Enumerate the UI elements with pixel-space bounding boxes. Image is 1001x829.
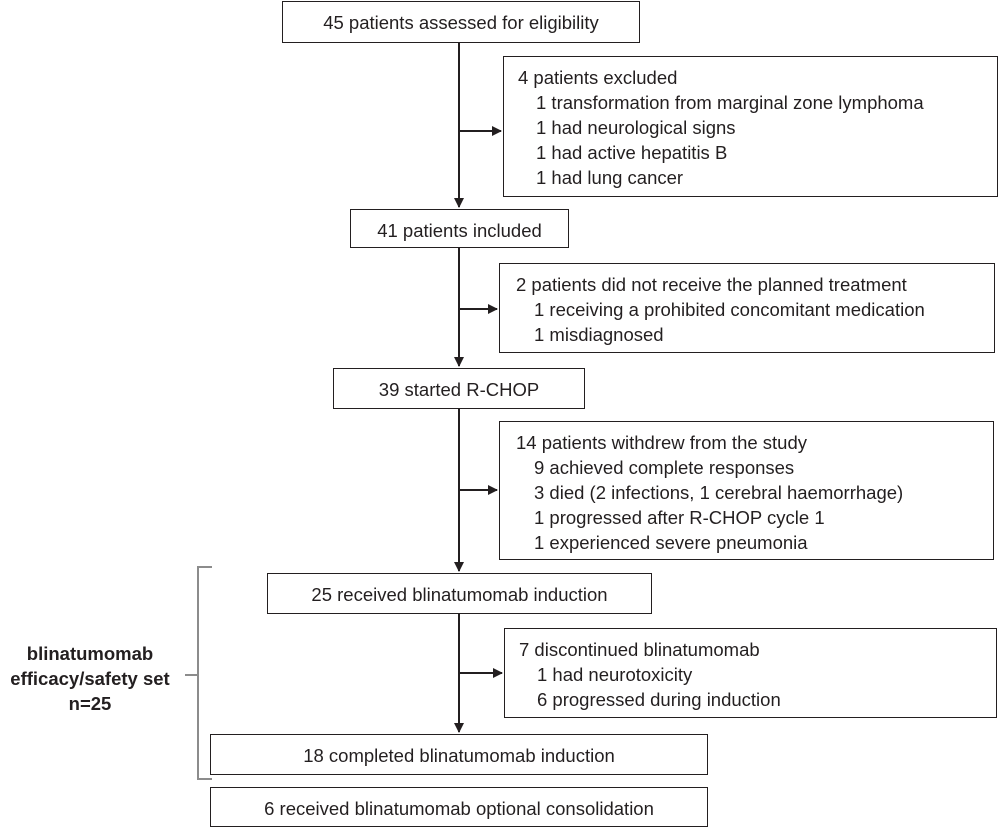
discontinued-box: 7 discontinued blinatumomab 1 had neurot… <box>504 628 997 718</box>
discontinued-item: 1 had neurotoxicity <box>537 664 693 685</box>
not-treated-title: 2 patients did not receive the planned t… <box>516 274 907 295</box>
excluded-box: 4 patients excluded 1 transformation fro… <box>503 56 998 197</box>
not-treated-box: 2 patients did not receive the planned t… <box>499 263 995 353</box>
consolidation-text: 6 received blinatumomab optional consoli… <box>264 798 654 819</box>
not-treated-item: 1 receiving a prohibited concomitant med… <box>534 299 925 320</box>
not-treated-item: 1 misdiagnosed <box>534 324 664 345</box>
induction-text: 25 received blinatumomab induction <box>311 584 608 605</box>
excluded-item: 1 had neurological signs <box>536 117 736 138</box>
assessed-box: 45 patients assessed for eligibility <box>282 1 640 43</box>
withdrew-item: 3 died (2 infections, 1 cerebral haemorr… <box>534 482 904 503</box>
withdrew-title: 14 patients withdrew from the study <box>516 432 808 453</box>
analysis-set-line-3: n=25 <box>68 693 112 714</box>
consolidation-box: 6 received blinatumomab optional consoli… <box>210 787 708 827</box>
discontinued-item: 6 progressed during induction <box>537 689 781 710</box>
withdrew-item: 1 progressed after R-CHOP cycle 1 <box>534 507 825 528</box>
withdrew-item: 1 experienced severe pneumonia <box>534 532 808 553</box>
analysis-set-line-2: efficacy/safety set <box>10 668 170 689</box>
rchop-box: 39 started R-CHOP <box>333 368 585 409</box>
withdrew-item: 9 achieved complete responses <box>534 457 795 478</box>
excluded-item: 1 had active hepatitis B <box>536 142 728 163</box>
excluded-title: 4 patients excluded <box>518 67 678 88</box>
included-box: 41 patients included <box>350 209 569 248</box>
completed-box: 18 completed blinatumomab induction <box>210 734 708 775</box>
withdrew-box: 14 patients withdrew from the study 9 ac… <box>499 421 994 560</box>
induction-box: 25 received blinatumomab induction <box>267 573 652 614</box>
assessed-text: 45 patients assessed for eligibility <box>323 12 599 33</box>
rchop-text: 39 started R-CHOP <box>378 379 540 400</box>
excluded-item: 1 transformation from marginal zone lymp… <box>536 92 924 113</box>
analysis-set-label: blinatumomab efficacy/safety set n=25 <box>0 641 180 716</box>
completed-text: 18 completed blinatumomab induction <box>303 745 615 766</box>
discontinued-title: 7 discontinued blinatumomab <box>519 639 760 660</box>
excluded-item: 1 had lung cancer <box>536 167 684 188</box>
analysis-set-line-1: blinatumomab <box>26 643 154 664</box>
included-text: 41 patients included <box>377 220 542 241</box>
analysis-set-bracket <box>185 566 212 780</box>
